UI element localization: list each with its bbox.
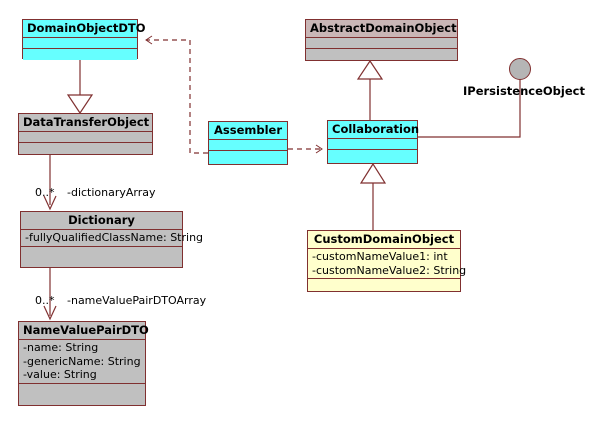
- attributes-compartment: [23, 38, 137, 49]
- class-title: DataTransferObject: [19, 114, 152, 132]
- attribute-row: -name: String: [23, 341, 99, 354]
- class-title: Dictionary: [21, 212, 182, 230]
- operations-compartment: [21, 246, 182, 258]
- operations-compartment: [23, 49, 137, 60]
- edge-dictionary-association: [43, 155, 57, 211]
- attribute-row: -customNameValue2: String: [312, 263, 467, 277]
- class-title: AbstractDomainObject: [306, 20, 457, 38]
- multiplicity-name-value-pair: 0..*: [35, 294, 55, 307]
- multiplicity-dictionary: 0..*: [35, 186, 55, 199]
- attributes-compartment: [328, 139, 417, 150]
- role-name-value-pair-dto-array: -nameValuePairDTOArray: [67, 294, 207, 307]
- edge-assembler-dto-dependency: [145, 35, 208, 154]
- attributes-compartment: [209, 140, 287, 151]
- interface-lollipop-icon[interactable]: [509, 58, 531, 80]
- class-collaboration[interactable]: Collaboration: [327, 120, 419, 164]
- edge-persistence-realization: [418, 70, 521, 138]
- operations-compartment: [328, 150, 417, 161]
- class-title: Assembler: [209, 122, 287, 140]
- class-title: NameValuePairDTO: [19, 322, 149, 340]
- class-custom-domain-object[interactable]: CustomDomainObject -customNameValue1: in…: [307, 230, 467, 292]
- edge-collaboration-generalization: [356, 59, 384, 120]
- attribute-row: -value: String: [23, 368, 97, 381]
- class-assembler[interactable]: Assembler: [208, 121, 288, 165]
- operations-compartment: [308, 279, 460, 290]
- attributes-compartment: -fullyQualifiedClassName: String: [21, 230, 204, 247]
- class-title: CustomDomainObject: [308, 231, 460, 249]
- attributes-compartment: -name: String -genericName: String -valu…: [19, 340, 145, 384]
- attribute-row: -customNameValue1: int: [312, 250, 448, 263]
- class-domain-object-dto[interactable]: DomainObjectDTO: [22, 19, 146, 60]
- class-data-transfer-object[interactable]: DataTransferObject: [18, 113, 153, 155]
- class-title: DomainObjectDTO: [23, 20, 146, 38]
- operations-compartment: [19, 383, 145, 395]
- attribute-row: -fullyQualifiedClassName: String: [25, 231, 204, 244]
- edge-dto-generalization: [66, 59, 94, 115]
- operations-compartment: [209, 151, 287, 162]
- class-dictionary[interactable]: Dictionary -fullyQualifiedClassName: Str…: [20, 211, 204, 268]
- interface-label: IPersistenceObject: [463, 84, 585, 98]
- class-abstract-domain-object[interactable]: AbstractDomainObject: [305, 19, 458, 61]
- attributes-compartment: -customNameValue1: int -customNameValue2…: [308, 249, 467, 279]
- attributes-compartment: [306, 38, 457, 49]
- attributes-compartment: [19, 132, 152, 143]
- edge-custom-generalization: [359, 162, 387, 230]
- operations-compartment: [306, 49, 457, 60]
- role-dictionary-array: -dictionaryArray: [67, 186, 156, 199]
- class-title: Collaboration: [328, 121, 419, 139]
- attribute-row: -genericName: String: [23, 354, 141, 368]
- class-name-value-pair-dto[interactable]: NameValuePairDTO -name: String -genericN…: [18, 321, 149, 406]
- operations-compartment: [19, 143, 152, 154]
